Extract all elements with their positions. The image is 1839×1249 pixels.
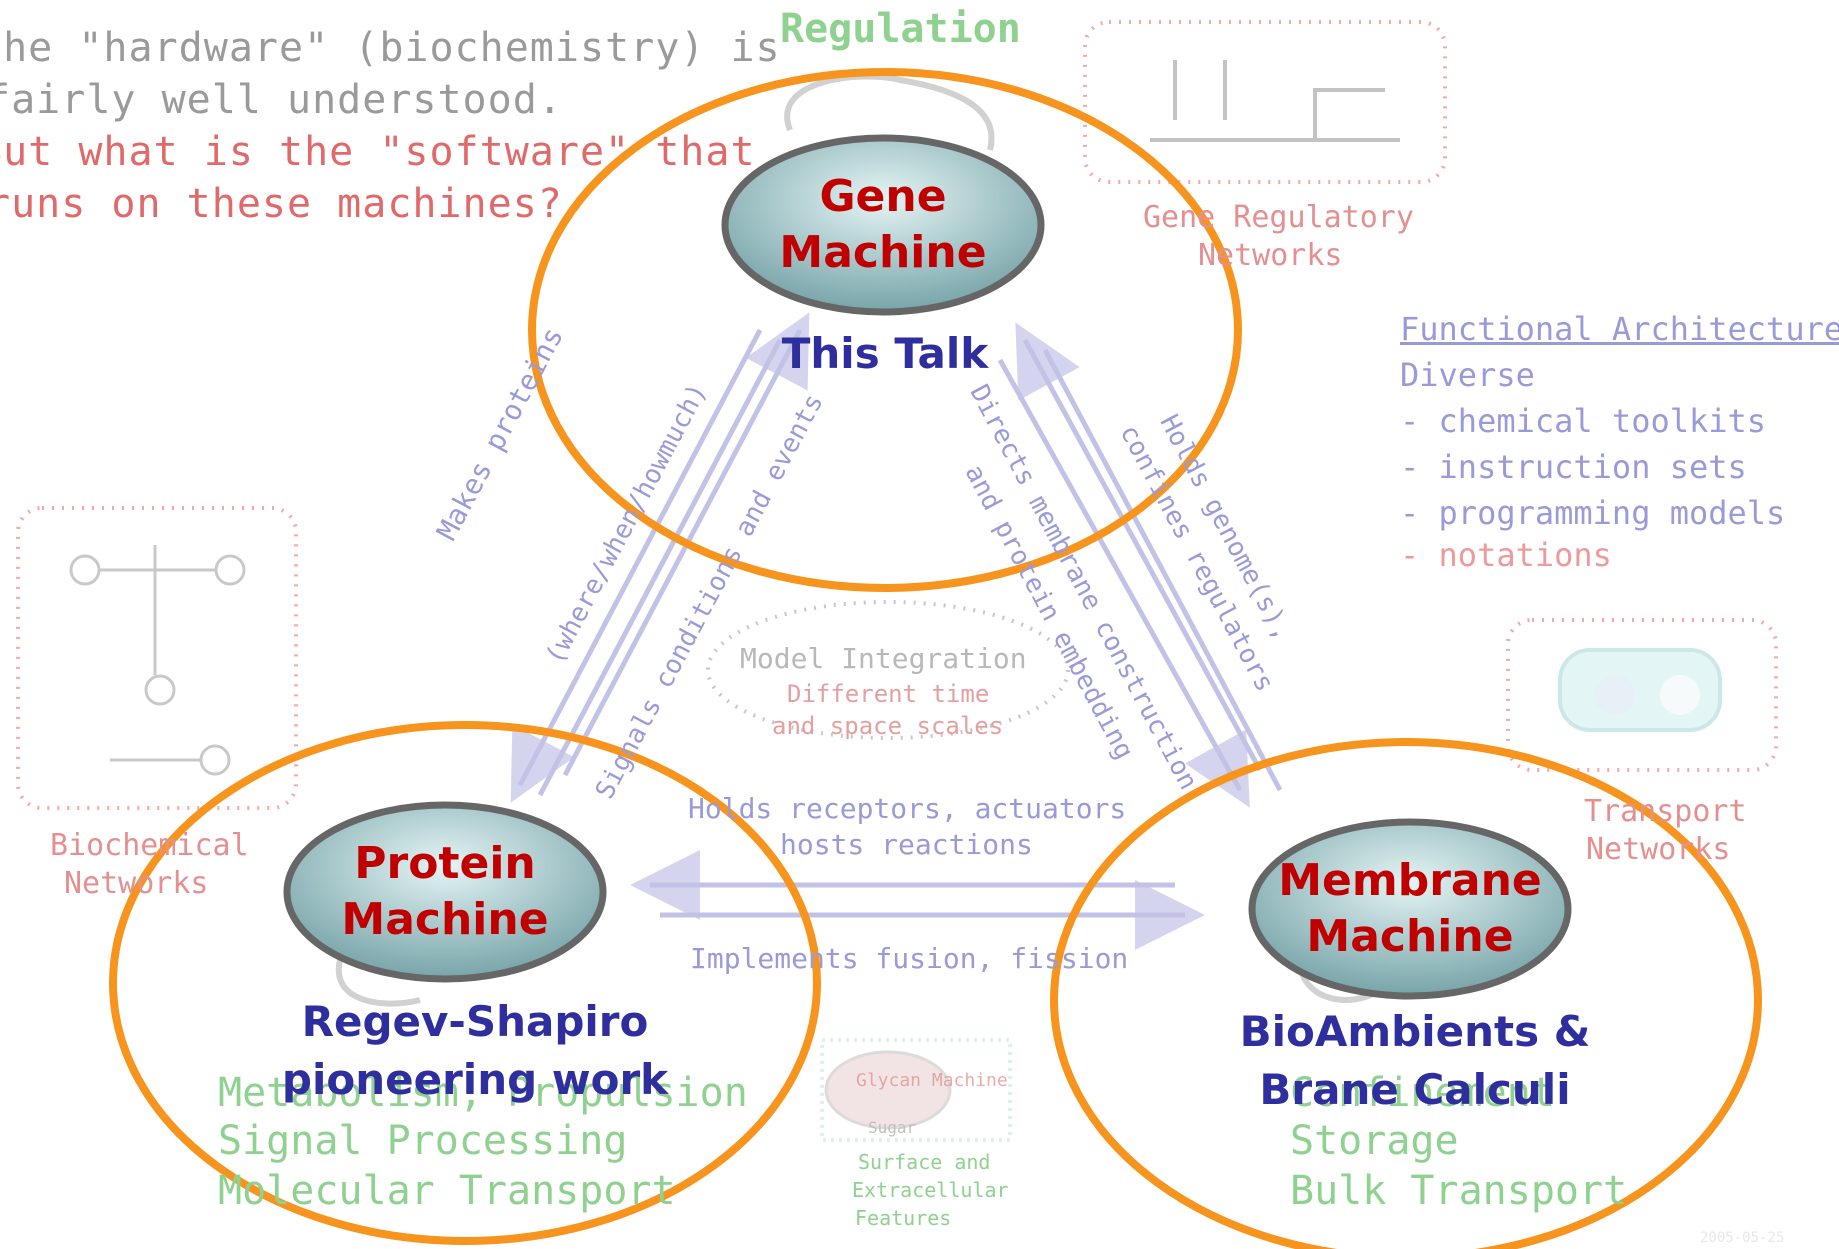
- functional-architecture-item: - instruction sets: [1400, 448, 1747, 486]
- protein-machine-label-1: Protein: [354, 838, 536, 889]
- model-integration-title: Model Integration: [740, 642, 1027, 675]
- membrane-machine-label-1: Membrane: [1278, 855, 1542, 906]
- protein-machine-note-2: pioneering work: [281, 1055, 669, 1104]
- model-integration-line-2: Different time: [787, 680, 990, 708]
- gene-machine-label-1: Gene: [819, 171, 947, 222]
- functional-architecture-item: - chemical toolkits: [1400, 402, 1767, 440]
- membrane-machine-note-2: Brane Calculi: [1259, 1065, 1571, 1114]
- membrane-machine-shape: [1248, 818, 1572, 1000]
- glycan-caption-3: Features: [855, 1206, 952, 1230]
- transport-network-label-1: Transport: [1584, 794, 1747, 829]
- transport-network-label-2: Networks: [1586, 832, 1731, 867]
- protein-machine-label-2: Machine: [341, 894, 549, 945]
- gene-network-label-2: Networks: [1198, 238, 1343, 273]
- intro-line-3: But what is the "software" that: [0, 129, 756, 175]
- functional-architecture-title: Functional Architecture: [1400, 310, 1839, 348]
- protein-machine: Protein Machine: [287, 807, 603, 977]
- membrane-machine-note-1: BioAmbients &: [1239, 1007, 1591, 1056]
- model-integration-line-3: and space scales: [772, 712, 1004, 740]
- footer-date: 2005-05-25: [1700, 1230, 1785, 1246]
- transport-network-box: [1506, 618, 1778, 772]
- intro-line-1: the "hardware" (biochemistry) is: [0, 25, 781, 71]
- functional-architecture-item: - programming models: [1400, 494, 1786, 532]
- regulation-label: Regulation: [780, 6, 1021, 52]
- membrane-machine-label-2: Machine: [1306, 911, 1514, 962]
- protein-machine-shape: [283, 801, 607, 983]
- arrow-label-hosts-reactions: hosts reactions: [780, 828, 1033, 861]
- gene-machine: Gene Machine: [725, 140, 1041, 310]
- gene-network-label-1: Gene Regulatory: [1143, 200, 1414, 235]
- gene-machine-label-2: Machine: [779, 227, 987, 278]
- protein-function: Signal Processing: [218, 1118, 628, 1164]
- glycan-caption-1: Surface and: [858, 1150, 991, 1174]
- membrane-function: Bulk Transport: [1290, 1168, 1628, 1214]
- glycan-sub-label: Sugar: [868, 1118, 917, 1137]
- protein-function: Metabolism, Propulsion: [218, 1070, 748, 1116]
- functional-architecture-notations: - notations: [1400, 536, 1612, 574]
- functional-architecture-subtitle: Diverse: [1400, 356, 1535, 394]
- arrow-label-fusion-fission: Implements fusion, fission: [690, 942, 1129, 975]
- glycan-caption-2: Extracellular: [852, 1178, 1009, 1202]
- protein-function: Molecular Transport: [218, 1168, 676, 1214]
- protein-ring: [109, 721, 821, 1245]
- gene-ring: [528, 68, 1242, 592]
- membrane-function: Storage: [1290, 1118, 1459, 1164]
- gene-network-box: [1083, 20, 1447, 184]
- membrane-ring: [1050, 738, 1762, 1249]
- intro-line-4: runs on these machines?: [0, 181, 563, 227]
- membrane-machine: Membrane Machine: [1252, 824, 1568, 994]
- biochemical-network-label-2: Networks: [64, 866, 209, 901]
- gene-machine-shape: [721, 134, 1045, 316]
- membrane-function: Confinement: [1290, 1070, 1555, 1116]
- glycan-machine-label: Glycan Machine: [856, 1070, 1008, 1091]
- biochemical-network-box: [16, 506, 298, 810]
- biochemical-network-label-1: Biochemical: [50, 828, 249, 863]
- gene-machine-note: This Talk: [781, 329, 989, 378]
- intro-line-2: fairly well understood.: [0, 77, 563, 123]
- protein-machine-note-1: Regev-Shapiro: [301, 997, 649, 1046]
- arrow-label-holds-receptors: Holds receptors, actuators: [688, 792, 1127, 825]
